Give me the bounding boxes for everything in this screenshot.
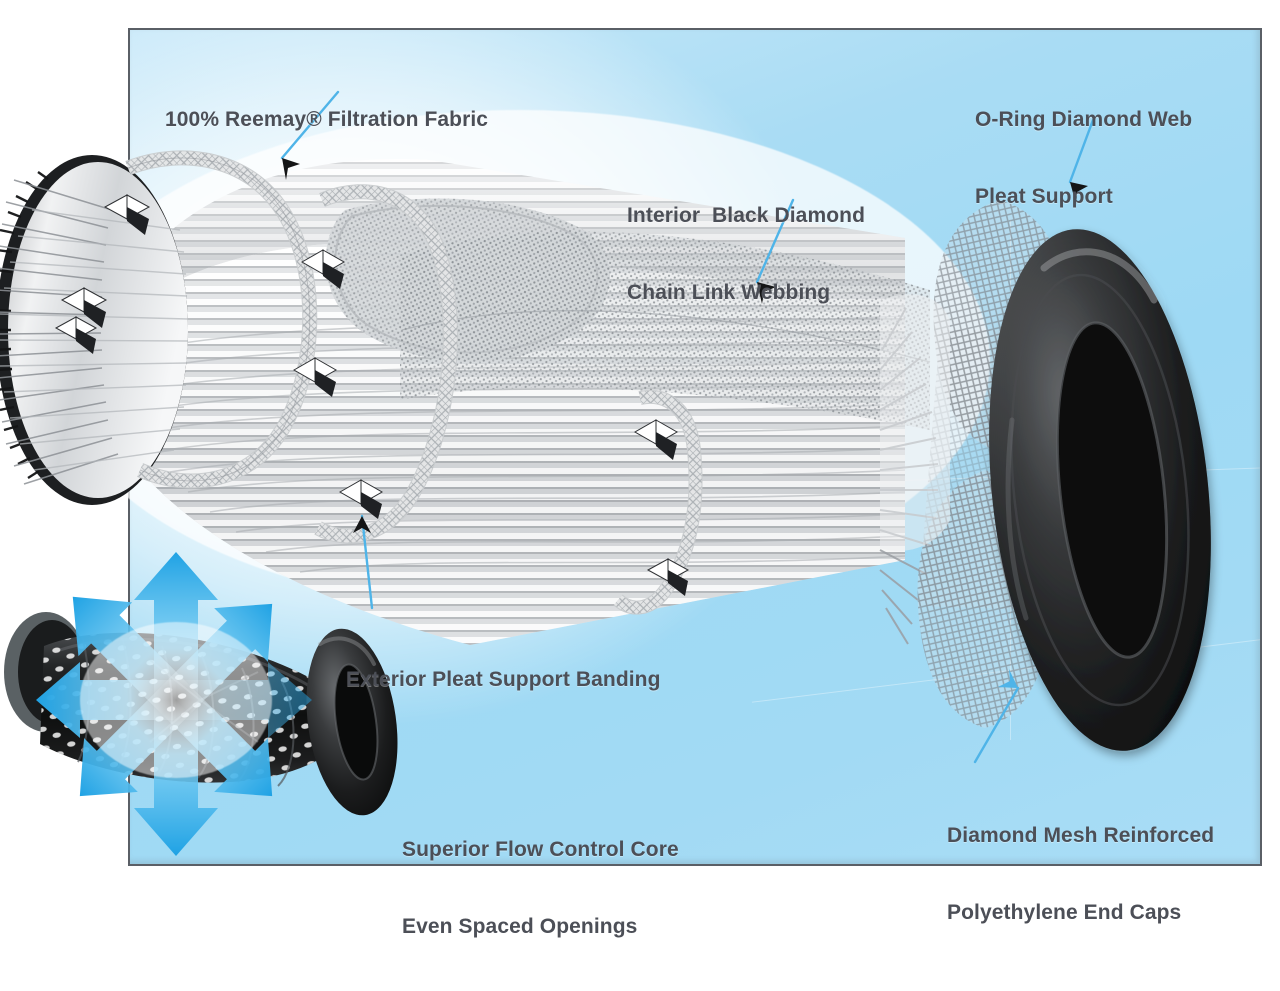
banding-joiner [338,479,384,519]
label-oring-pleat-support: O-Ring Diamond Web Pleat Support [975,56,1192,261]
label-core-line1: Superior Flow Control Core [402,838,679,862]
chain-link-webbing [400,231,931,430]
support-banding-ring [613,389,703,615]
banding-joiner [646,558,690,596]
diagram-canvas: 100% Reemay® Filtration Fabric O-Ring Di… [0,28,1262,939]
label-oring-line1: O-Ring Diamond Web [975,108,1193,132]
support-banding-ring [54,150,318,489]
end-face-pleats [0,179,119,485]
label-reemay-line1: 100% Reemay® Filtration Fabric [165,108,489,132]
banding-joiner [300,249,346,289]
label-core-line2: Even Spaced Openings [402,915,638,939]
flow-arrow-burst [36,552,312,856]
support-banding-rings [54,150,703,615]
banding-joiner [60,287,108,328]
label-flow-control-core: Superior Flow Control Core Even Spaced O… [402,786,679,991]
end-cap-oring [989,229,1211,751]
support-banding-ring [292,184,458,544]
core-end-cap [306,628,398,816]
label-endcaps-line2: Polyethylene End Caps [947,901,1182,925]
banding-joiner [633,419,679,460]
label-endcaps-line1: Diamond Mesh Reinforced [947,824,1215,848]
pleated-filter-body [110,159,931,645]
label-end-caps: Diamond Mesh Reinforced Polyethylene End… [947,772,1214,977]
label-exterior-banding: Exterior Pleat Support Banding [346,616,661,744]
label-interior-line2: Chain Link Webbing [627,281,831,305]
label-oring-line2: Pleat Support [975,185,1113,209]
filter-cartridge-artwork [0,110,1211,856]
pleated-end-face [0,155,189,505]
banding-joiner [54,316,98,354]
banding-joiner [103,194,151,235]
label-banding-line1: Exterior Pleat Support Banding [346,668,661,692]
banding-joiner [292,357,338,397]
label-interior-line1: Interior Black Diamond [627,204,866,228]
label-interior-webbing: Interior Black Diamond Chain Link Webbin… [627,152,865,357]
label-reemay-fabric: 100% Reemay® Filtration Fabric [165,56,488,184]
